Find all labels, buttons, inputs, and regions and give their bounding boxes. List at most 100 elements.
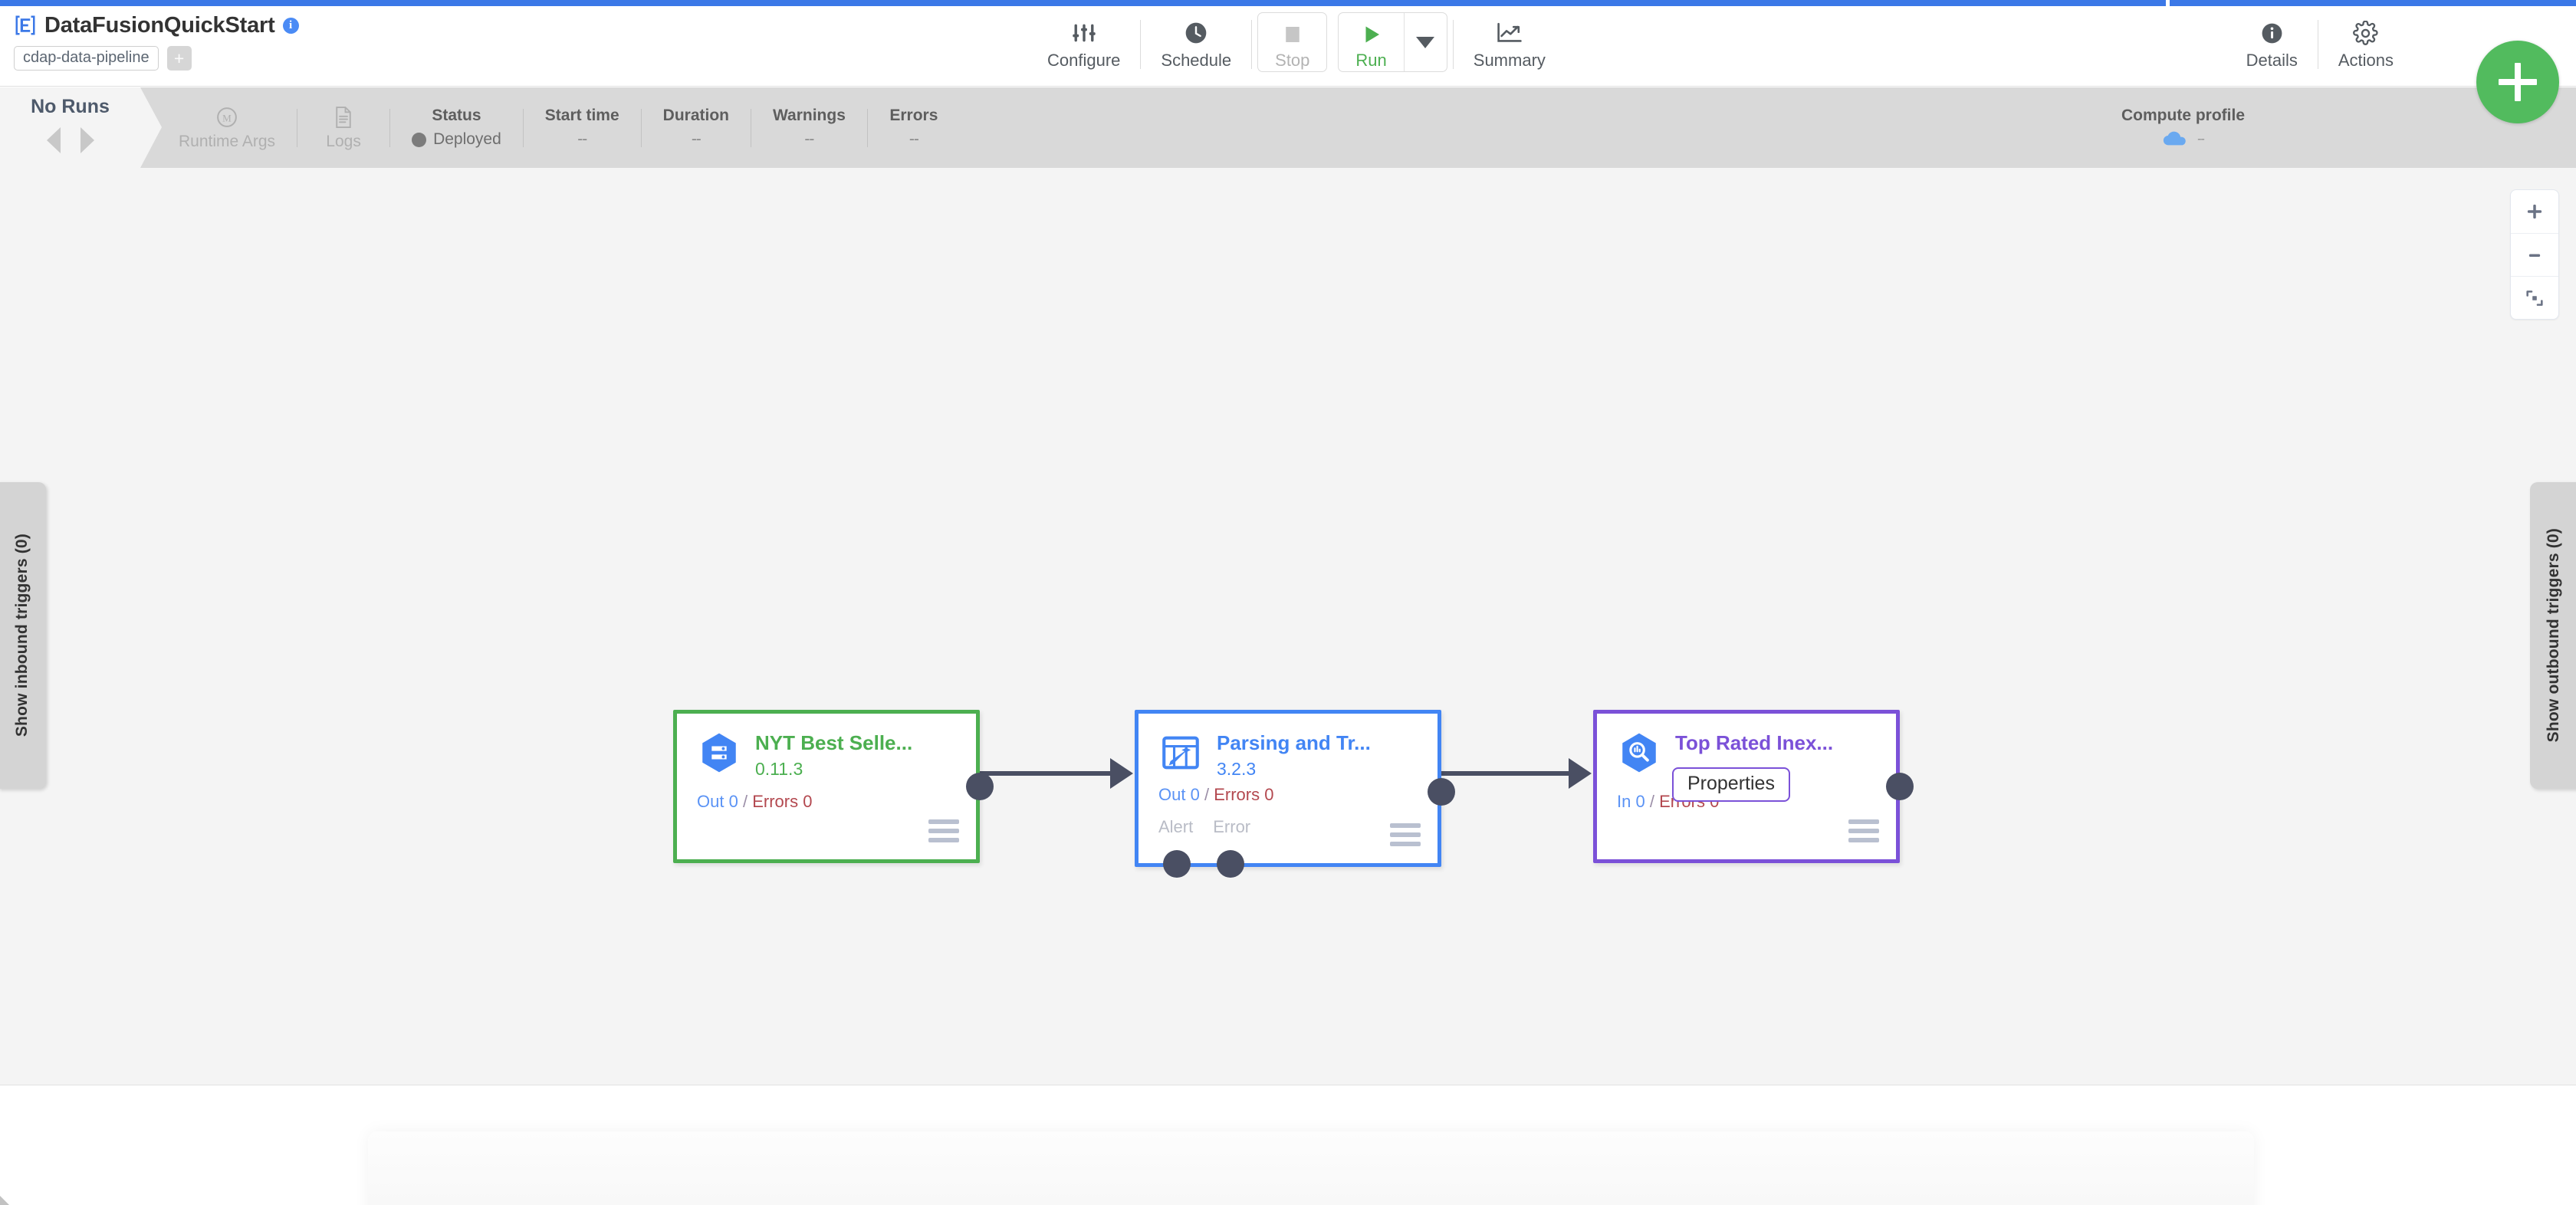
details-button[interactable]: Details	[2226, 11, 2318, 71]
node-top-rated-inexpensive[interactable]: Top Rated Inex... Properties In 0 / Erro…	[1593, 710, 1914, 863]
show-inbound-triggers-tab[interactable]: Show inbound triggers (0)	[0, 482, 46, 789]
compute-profile-value: --	[2197, 133, 2205, 146]
configure-button[interactable]: Configure	[1027, 11, 1140, 71]
wrangler-icon	[1162, 736, 1199, 770]
run-button-box[interactable]: Run	[1338, 12, 1447, 72]
chevron-down-icon	[1416, 36, 1435, 48]
node-in-count[interactable]: In 0	[1617, 792, 1645, 811]
run-label: Run	[1355, 51, 1387, 70]
node-output-port[interactable]	[966, 773, 994, 800]
node-alert-port[interactable]	[1163, 850, 1191, 878]
schedule-label: Schedule	[1161, 51, 1232, 70]
divider	[866, 108, 868, 147]
node-version: 3.2.3	[1217, 758, 1257, 779]
status-badge-dot	[412, 132, 427, 147]
errors-header: Errors	[889, 107, 938, 124]
bigquery-source-icon	[702, 733, 736, 773]
node-metrics: Out 0 / Errors 0	[697, 792, 812, 812]
node-title-wrap: Parsing and Tr... 3.2.3	[1217, 729, 1371, 780]
start-time-metric: Start time --	[524, 87, 641, 168]
runtime-args-button[interactable]: M Runtime Args	[157, 87, 297, 168]
run-button[interactable]: Run	[1339, 13, 1403, 71]
header-right-actions: Details Actions	[2226, 11, 2413, 84]
fit-to-screen-icon[interactable]	[2511, 276, 2558, 319]
zoom-in-icon[interactable]	[2511, 190, 2558, 233]
actions-button[interactable]: Actions	[2318, 11, 2413, 71]
bigquery-sink-icon	[1622, 733, 1656, 773]
stop-button-box[interactable]: Stop	[1257, 12, 1328, 72]
stop-label: Stop	[1275, 51, 1310, 70]
node-menu-icon[interactable]	[928, 819, 959, 842]
start-time-value: --	[577, 130, 587, 148]
node-out-count[interactable]: Out 0	[697, 792, 738, 811]
summary-button[interactable]: Summary	[1454, 11, 1566, 71]
no-runs-label: No Runs	[31, 96, 110, 117]
node-title-wrap: Top Rated Inex...	[1675, 729, 1833, 759]
line-chart-icon	[1497, 18, 1523, 48]
run-count-panel: No Runs	[0, 87, 162, 168]
divider	[1452, 20, 1454, 69]
warnings-metric: Warnings --	[751, 87, 867, 168]
connector-line-2	[1440, 771, 1584, 776]
logs-button[interactable]: Logs	[297, 87, 389, 168]
node-version: 0.11.3	[755, 758, 803, 779]
previous-run-arrow-icon[interactable]	[46, 127, 61, 153]
node-errors-count[interactable]: Errors 0	[752, 792, 813, 811]
stop-button[interactable]: Stop	[1258, 13, 1326, 71]
resize-handle[interactable]	[0, 1193, 18, 1205]
info-icon[interactable]: i	[282, 17, 299, 34]
node-nyt-best-sellers[interactable]: NYT Best Selle... 0.11.3 Out 0 / Errors …	[673, 710, 994, 863]
metrics-separator: /	[1204, 785, 1210, 804]
connector-arrow-1	[1110, 758, 1133, 789]
node-output-port[interactable]	[1428, 778, 1455, 806]
warnings-value: --	[804, 130, 814, 148]
connector-arrow-2	[1569, 758, 1592, 789]
divider	[1140, 20, 1142, 69]
outbound-triggers-label: Show outbound triggers (0)	[2545, 528, 2562, 743]
node-title: Top Rated Inex...	[1675, 731, 1834, 754]
zoom-out-icon[interactable]	[2511, 233, 2558, 276]
node-title: NYT Best Selle...	[755, 731, 913, 754]
node-menu-icon[interactable]	[1848, 819, 1879, 842]
cloud-icon	[2164, 131, 2186, 146]
run-options-dropdown[interactable]	[1403, 13, 1447, 71]
node-errors-count[interactable]: Errors 0	[1214, 785, 1274, 804]
header-center-actions: Configure Schedule Stop	[1027, 11, 1566, 84]
node-error-port[interactable]	[1217, 850, 1244, 878]
node-title-wrap: NYT Best Selle... 0.11.3	[755, 729, 912, 780]
node-menu-icon[interactable]	[1390, 823, 1421, 846]
errors-value: --	[909, 130, 919, 148]
run-bar-items: M Runtime Args Logs Status	[157, 87, 960, 168]
sliders-icon	[1071, 18, 1097, 48]
status-header: Status	[432, 107, 481, 124]
inbound-triggers-label: Show inbound triggers (0)	[13, 534, 31, 737]
schedule-button[interactable]: Schedule	[1141, 11, 1251, 71]
next-run-arrow-icon[interactable]	[80, 127, 94, 153]
node-title: Parsing and Tr...	[1217, 731, 1371, 754]
node-header: Top Rated Inex...	[1597, 714, 1896, 775]
metrics-separator: /	[742, 792, 748, 811]
add-plugin-fab-button[interactable]	[2476, 41, 2559, 123]
compute-profile-metric[interactable]: Compute profile --	[2121, 87, 2245, 168]
divider	[640, 108, 642, 147]
info-circle-icon	[2260, 18, 2284, 48]
artifact-type-tag[interactable]: cdap-data-pipeline	[14, 46, 159, 71]
svg-text:M: M	[222, 113, 232, 124]
summary-label: Summary	[1473, 51, 1546, 70]
node-output-port[interactable]	[1886, 773, 1914, 800]
node-out-count[interactable]: Out 0	[1158, 785, 1200, 804]
node-parsing-and-transform[interactable]: Parsing and Tr... 3.2.3 Out 0 / Errors 0…	[1135, 710, 1455, 878]
divider	[389, 108, 391, 147]
bottom-panel-area	[0, 1085, 2576, 1205]
add-tag-button[interactable]: +	[166, 46, 192, 71]
show-outbound-triggers-tab[interactable]: Show outbound triggers (0)	[2530, 482, 2576, 789]
actions-label: Actions	[2338, 51, 2394, 70]
pipeline-canvas[interactable]: Show inbound triggers (0) Show outbound …	[0, 168, 2576, 1085]
node-properties-tooltip[interactable]: Properties	[1672, 767, 1790, 802]
pipeline-name-block: DataFusionQuickStart i cdap-data-pipelin…	[14, 9, 299, 71]
divider	[1251, 20, 1253, 69]
pipeline-tag-row: cdap-data-pipeline +	[14, 46, 299, 71]
page-title: DataFusionQuickStart	[44, 12, 275, 38]
duration-metric: Duration --	[642, 87, 751, 168]
